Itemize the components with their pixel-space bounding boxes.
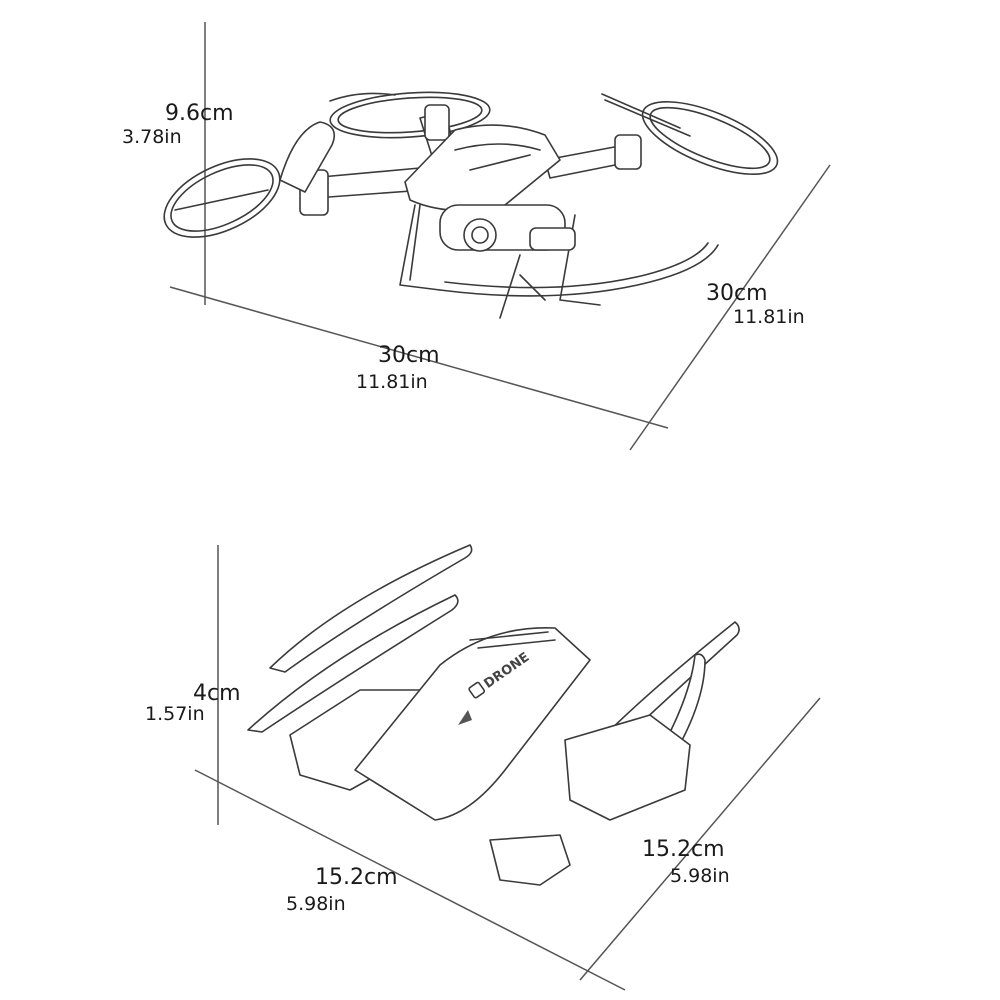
folded-height-in: 1.57in <box>145 703 205 725</box>
front-foot <box>489 834 571 886</box>
camera-icon <box>439 204 576 252</box>
top-width-in: 11.81in <box>733 306 805 328</box>
right-folded-arm <box>564 714 691 821</box>
dimension-labels: 9.6cm 3.78in 30cm 11.81in 30cm 11.81in 4… <box>122 101 805 915</box>
left-lower-propeller <box>247 594 459 733</box>
folded-drone-body <box>354 626 591 821</box>
back-right-propeller-guard <box>601 93 779 175</box>
folded-height-cm: 4cm <box>193 681 241 706</box>
top-width-cm: 30cm <box>706 281 768 306</box>
top-height-in: 3.78in <box>122 126 182 148</box>
unfolded-drone-dimension-lines <box>169 22 831 451</box>
top-length-in: 11.81in <box>356 371 428 393</box>
front-right-propeller-guard <box>439 242 719 319</box>
right-motor <box>614 134 642 170</box>
right-upper-propeller <box>599 621 740 751</box>
top-height-cm: 9.6cm <box>165 101 234 126</box>
folded-drone-dimension-lines <box>194 545 821 991</box>
top-length-cm: 30cm <box>378 343 440 368</box>
folded-length-cm: 15.2cm <box>315 865 398 890</box>
front-arrow-icon <box>458 710 472 725</box>
folded-width-cm: 15.2cm <box>642 837 725 862</box>
unfolded-drone-illustration <box>163 91 779 319</box>
left-upper-propeller <box>269 544 473 673</box>
back-left-propeller-guard <box>329 91 491 139</box>
folded-width-in: 5.98in <box>670 865 730 887</box>
folded-length-in: 5.98in <box>286 893 346 915</box>
folded-drone-illustration: DRONE <box>247 544 740 886</box>
left-propeller <box>279 121 336 193</box>
left-propeller-guard <box>163 158 281 238</box>
rear-motor <box>424 104 450 141</box>
